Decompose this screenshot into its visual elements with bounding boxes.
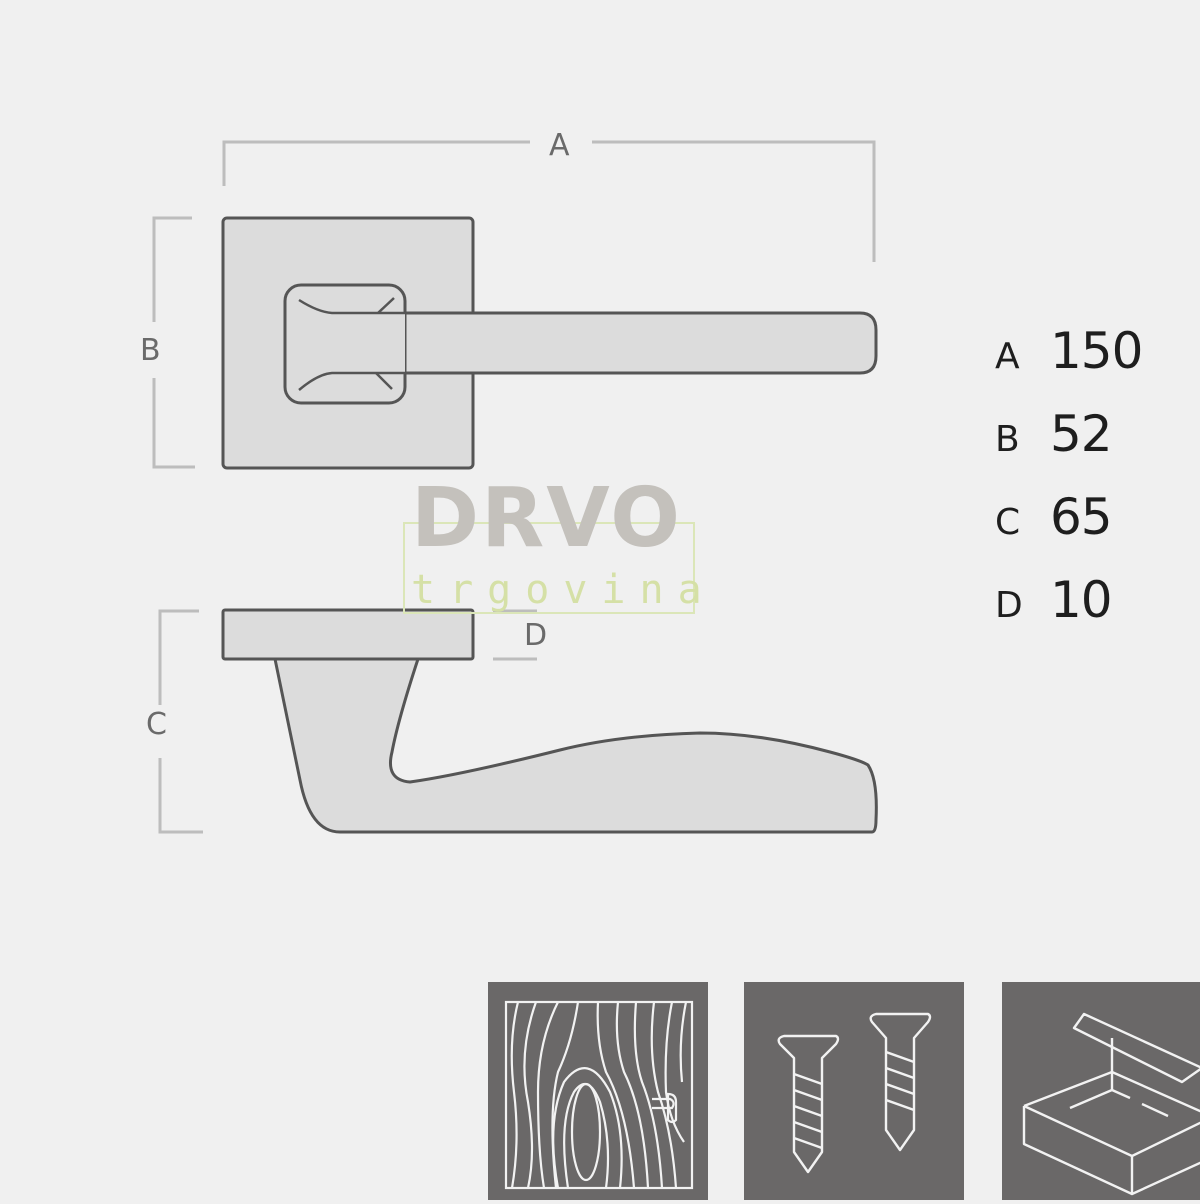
- watermark-title: DRVO: [411, 471, 682, 566]
- dimension-b-line: [152, 216, 195, 469]
- dimension-c-line: [158, 609, 203, 834]
- spec-value: 52: [1050, 405, 1113, 463]
- spec-letter: D: [995, 585, 1023, 626]
- wood-door-icon: [488, 982, 708, 1200]
- dimension-d-label: D: [524, 618, 548, 653]
- watermark-frame: [403, 522, 695, 614]
- dimension-a-line: [222, 140, 876, 262]
- rosette-side-view: [221, 608, 475, 661]
- watermark-subtitle: trgovina: [411, 567, 716, 613]
- spec-row-a: A 150: [995, 322, 1143, 405]
- screws-icon: [744, 982, 964, 1200]
- box-icon: [1002, 982, 1200, 1200]
- spec-row-c: C 65: [995, 488, 1142, 571]
- watermark-logo: DRVO trgovina: [403, 471, 702, 618]
- dimension-a-label: A: [549, 128, 570, 163]
- spec-value: 150: [1050, 322, 1143, 380]
- spec-value: 10: [1050, 571, 1113, 629]
- spec-row-d: D 10: [995, 571, 1142, 654]
- dimension-spec-table: A 150 B 52 C 65 D 10: [995, 322, 1143, 654]
- spec-letter: C: [995, 502, 1021, 543]
- dimension-b-label: B: [140, 333, 161, 368]
- lever-top-view: [328, 311, 878, 375]
- dimension-c-label: C: [146, 707, 167, 742]
- lever-side-view: [273, 657, 878, 834]
- dimension-d-line: [493, 609, 537, 661]
- spec-row-b: B 52: [995, 405, 1142, 488]
- spec-value: 65: [1050, 488, 1113, 546]
- spec-letter: A: [995, 336, 1020, 377]
- spec-letter: B: [995, 419, 1020, 460]
